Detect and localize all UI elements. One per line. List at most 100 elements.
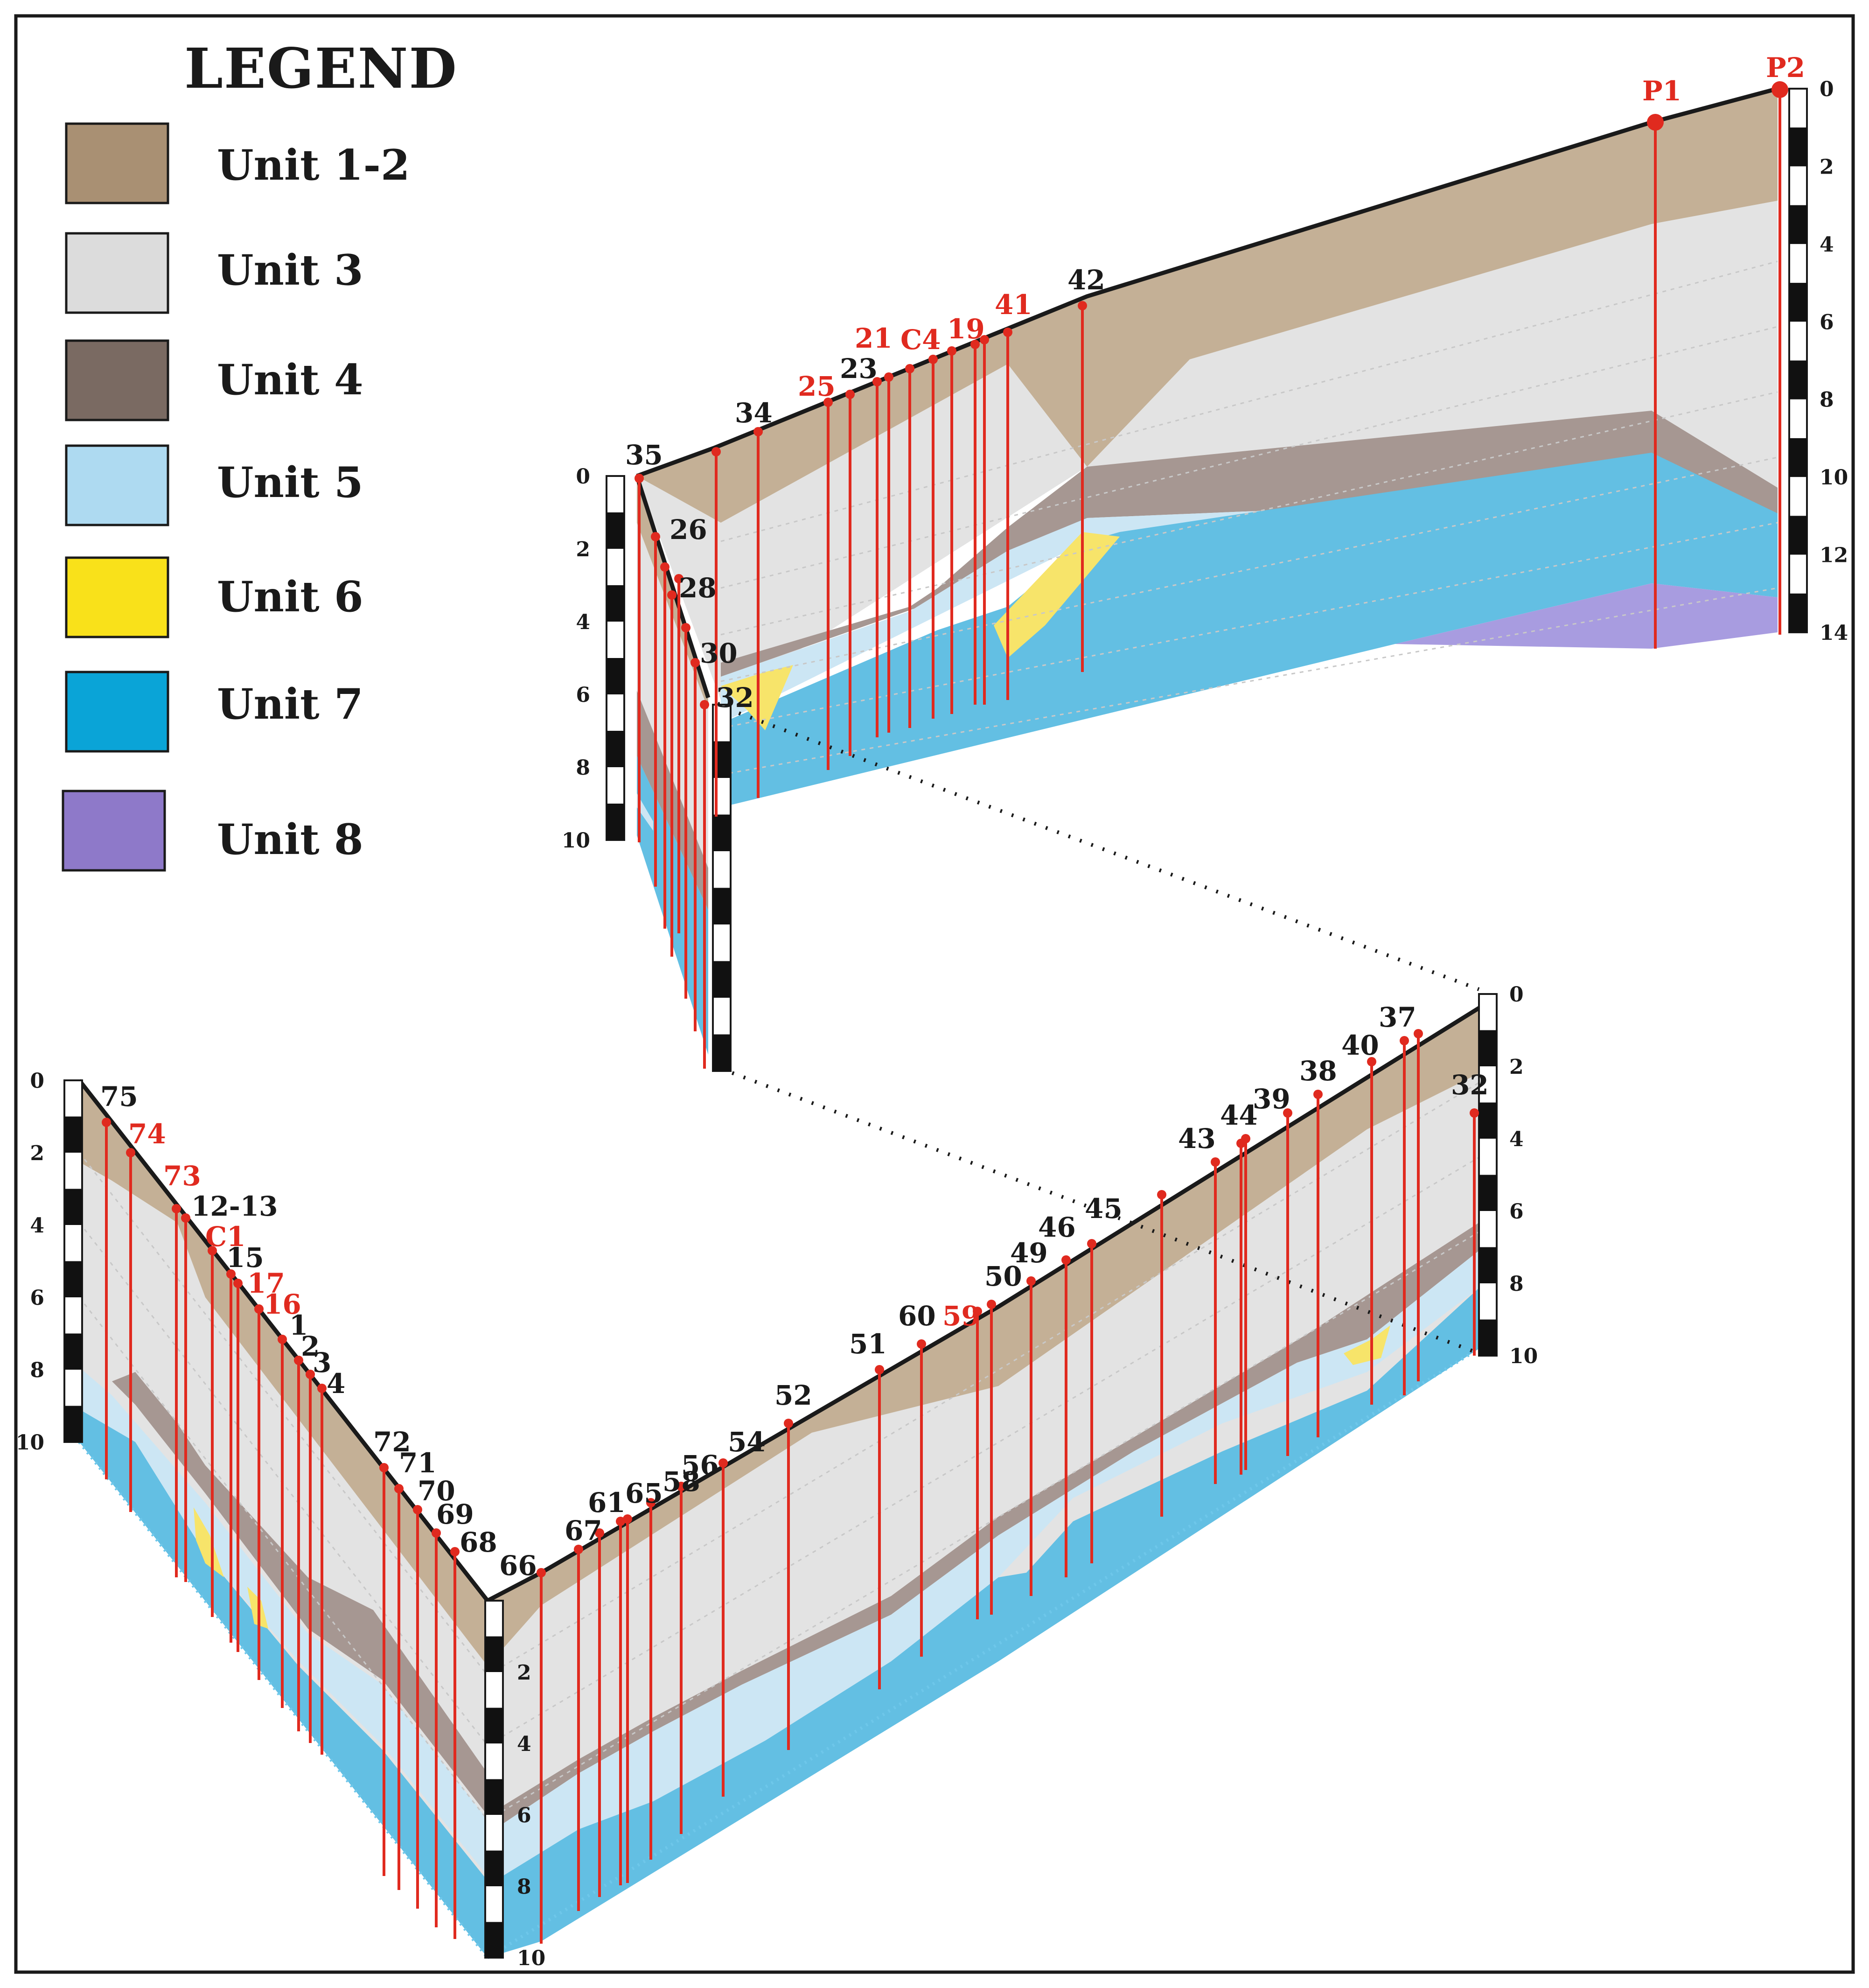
borehole-collar <box>667 590 676 600</box>
borehole-collar <box>394 1484 404 1493</box>
borehole-collar <box>1771 81 1788 98</box>
borehole-collar <box>1003 328 1012 337</box>
depth-scale-band <box>1789 438 1807 477</box>
borehole-label-45: 45 <box>1085 1193 1123 1225</box>
borehole-label-60: 60 <box>898 1300 936 1332</box>
upper-right-unit7 <box>721 453 1778 807</box>
borehole-collar <box>1061 1255 1071 1265</box>
depth-scale-band <box>64 1189 82 1225</box>
borehole-label-70: 70 <box>418 1475 455 1507</box>
borehole-label-59: 59 <box>942 1300 980 1332</box>
lower-right-unit6-lens <box>1344 1325 1390 1365</box>
depth-scale-band <box>1479 1247 1497 1283</box>
depth-scale-band <box>1479 1175 1497 1211</box>
depth-scale-band <box>485 1850 503 1886</box>
lower-right-unit4 <box>488 1223 1479 1834</box>
upper-ground-surface <box>636 86 1778 478</box>
borehole-collar <box>432 1528 441 1538</box>
borehole-collar <box>595 1528 604 1538</box>
borehole-collar <box>317 1384 327 1393</box>
borehole-collar <box>1414 1029 1423 1038</box>
borehole-label-4: 4 <box>327 1368 345 1400</box>
borehole-collar <box>233 1279 243 1288</box>
borehole-collar <box>753 427 763 436</box>
borehole-label-40: 40 <box>1341 1029 1379 1061</box>
borehole-label-P2: P2 <box>1766 52 1805 84</box>
depth-scale-band <box>485 1636 503 1672</box>
depth-tick-label: 10 <box>16 1431 44 1455</box>
legend-swatch-6 <box>65 671 169 753</box>
depth-tick-label: 0 <box>1509 983 1524 1007</box>
connector-lines <box>715 703 1480 1355</box>
depth-tick-label: 2 <box>1509 1055 1524 1079</box>
legend-label-6: Unit 7 <box>217 679 363 729</box>
borehole-collar <box>845 390 855 399</box>
borehole-collar <box>126 1148 135 1157</box>
legend-label-2: Unit 3 <box>217 245 363 295</box>
borehole-collar <box>1283 1108 1292 1118</box>
borehole-collar <box>1026 1276 1036 1286</box>
depth-tick-label: 6 <box>30 1286 44 1310</box>
depth-scale-band <box>607 585 624 622</box>
borehole-collar <box>574 1545 583 1554</box>
legend-label-4: Unit 5 <box>217 458 363 507</box>
borehole-collar <box>823 398 833 407</box>
connector-bottom <box>720 1067 1480 1355</box>
borehole-label-C1: C1 <box>205 1221 246 1253</box>
borehole-collar <box>537 1568 546 1577</box>
borehole-collar <box>226 1269 236 1279</box>
borehole-collar <box>635 474 644 483</box>
borehole-collar <box>928 355 938 364</box>
depth-scale-band <box>64 1333 82 1370</box>
borehole-label-15: 15 <box>226 1242 264 1274</box>
depth-tick-label: 8 <box>576 756 590 780</box>
lower-guide-lines <box>78 1082 1479 1821</box>
depth-scale-band <box>1789 283 1807 322</box>
lower-right-unit12 <box>488 1008 1479 1666</box>
lower-right-unit5 <box>488 1251 1479 1885</box>
borehole-label-50: 50 <box>984 1260 1022 1292</box>
borehole-label-C4: C4 <box>900 324 941 356</box>
borehole-label-2: 2 <box>301 1330 320 1362</box>
borehole-label-23: 23 <box>840 353 878 385</box>
borehole-label-21: 21 <box>855 322 893 354</box>
borehole-collar <box>711 447 721 456</box>
borehole-collar <box>1236 1139 1246 1148</box>
borehole-collar <box>413 1505 422 1514</box>
upper-guide-lines <box>720 260 1778 776</box>
lower-section <box>77 1006 1480 1959</box>
depth-scale-band <box>1789 205 1807 244</box>
borehole-collar <box>1647 114 1664 131</box>
borehole-label-71: 71 <box>399 1447 437 1479</box>
borehole-collar <box>676 1482 686 1491</box>
depth-tick-label: 0 <box>30 1069 44 1093</box>
depth-tick-label: 2 <box>1820 155 1834 179</box>
borehole-collar <box>294 1356 303 1365</box>
borehole-collar <box>208 1246 217 1255</box>
depth-tick-label: 10 <box>1509 1344 1538 1368</box>
borehole-collar <box>646 1498 656 1507</box>
borehole-collar <box>987 1300 996 1309</box>
borehole-label-69: 69 <box>436 1498 474 1530</box>
borehole-collar <box>1367 1057 1376 1066</box>
depth-scale-band <box>1479 1030 1497 1066</box>
depth-tick-label: 2 <box>576 538 590 561</box>
depth-tick-label: 4 <box>30 1214 44 1238</box>
borehole-collar <box>970 340 980 349</box>
depth-tick-label: 14 <box>1820 621 1848 645</box>
depth-tick-label: 12 <box>1820 544 1848 567</box>
borehole-collar <box>674 574 683 583</box>
depth-scale-band <box>1479 1319 1497 1356</box>
borehole-label-44: 44 <box>1220 1099 1258 1131</box>
borehole-label-73: 73 <box>163 1160 201 1192</box>
borehole-label-42: 42 <box>1067 264 1105 296</box>
depth-tick-label: 10 <box>1820 466 1848 490</box>
lower-right-unit7 <box>488 1288 1479 1958</box>
borehole-lines <box>102 81 1788 1944</box>
borehole-collar <box>973 1307 982 1316</box>
borehole-label-67: 67 <box>565 1515 602 1547</box>
